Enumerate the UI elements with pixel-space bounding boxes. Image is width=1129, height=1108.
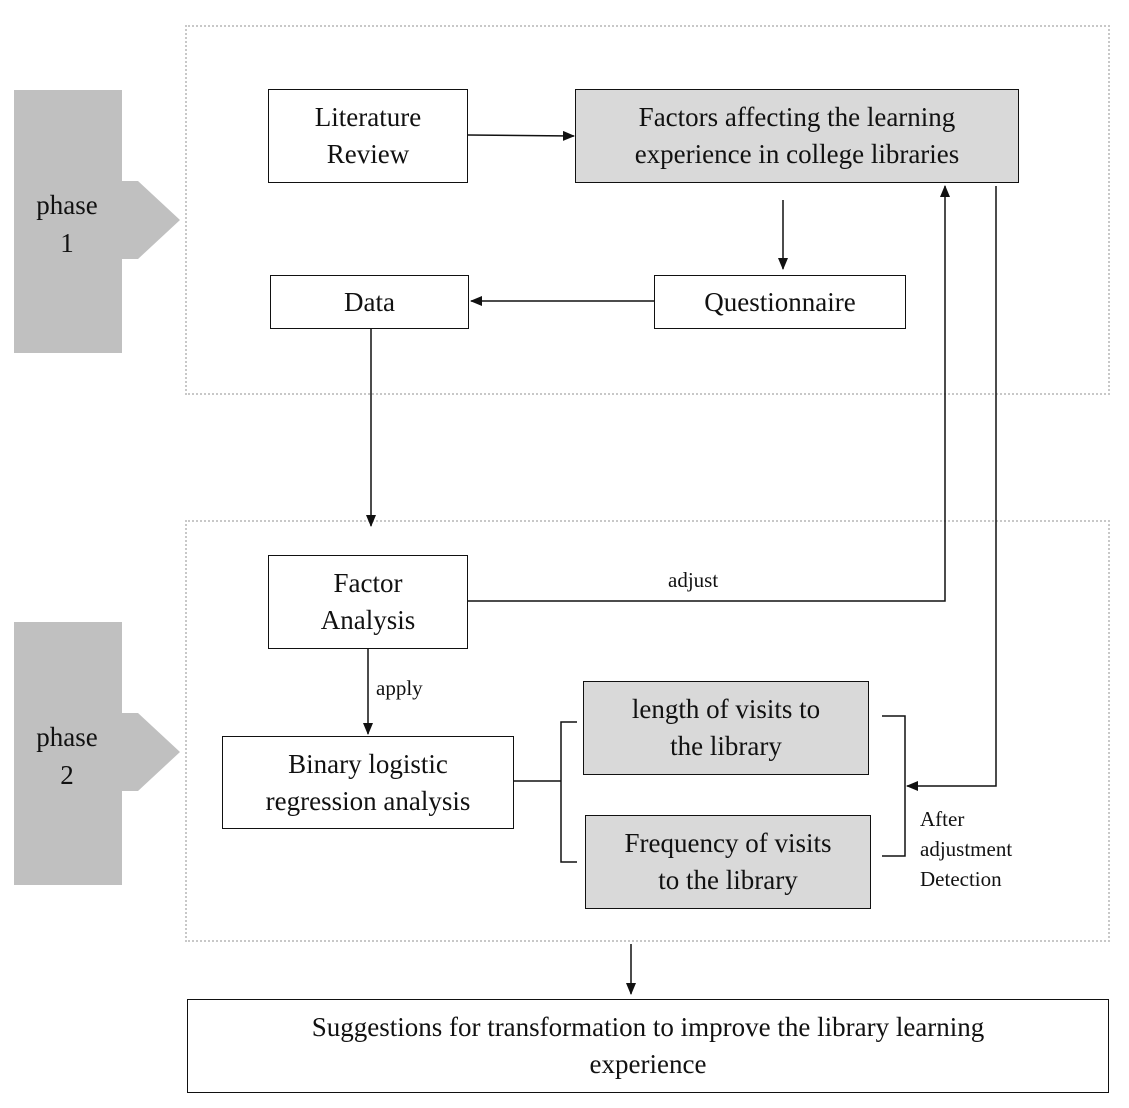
data-label: Data bbox=[344, 286, 395, 317]
binary-logistic-node: Binary logistic regression analysis bbox=[222, 736, 514, 829]
apply-label: apply bbox=[376, 676, 423, 700]
binary-logistic-label: Binary logistic regression analysis bbox=[265, 748, 471, 816]
adjust-label: adjust bbox=[668, 568, 719, 592]
frequency-of-visits-node: Frequency of visits to the library bbox=[585, 815, 871, 909]
after-adjustment-label: After adjustment Detection bbox=[920, 807, 1013, 891]
questionnaire-label: Questionnaire bbox=[704, 286, 856, 317]
factor-analysis-label: Factor Analysis bbox=[320, 568, 416, 635]
data-node: Data bbox=[270, 275, 469, 329]
factor-analysis-node: Factor Analysis bbox=[268, 555, 468, 649]
phase-2-container bbox=[185, 520, 1110, 942]
phase-1-container bbox=[185, 25, 1110, 395]
frequency-of-visits-label: Frequency of visits to the library bbox=[624, 828, 832, 895]
factors-node: Factors affecting the learning experienc… bbox=[575, 89, 1019, 183]
literature-review-label: Literature Review bbox=[314, 102, 422, 169]
length-of-visits-node: length of visits to the library bbox=[583, 681, 869, 775]
suggestions-node: Suggestions for transformation to improv… bbox=[187, 999, 1109, 1093]
right-bracket bbox=[882, 715, 906, 857]
phase-1-arrow-shape bbox=[14, 90, 180, 353]
literature-review-node: Literature Review bbox=[268, 89, 468, 183]
phase-1-label: phase 1 bbox=[36, 190, 98, 258]
arrow-literature-to-factors bbox=[467, 130, 575, 141]
factors-label: Factors affecting the learning experienc… bbox=[634, 102, 960, 169]
left-bracket bbox=[560, 721, 577, 863]
suggestions-label: Suggestions for transformation to improv… bbox=[311, 1012, 985, 1079]
arrow-adjust-to-factors bbox=[468, 185, 950, 602]
questionnaire-node: Questionnaire bbox=[654, 275, 906, 329]
phase-2-arrow-shape bbox=[14, 622, 180, 885]
arrow-factors-to-after-adjustment bbox=[906, 186, 997, 791]
phase-2-label: phase 2 bbox=[36, 722, 98, 790]
length-of-visits-label: length of visits to the library bbox=[631, 694, 821, 761]
